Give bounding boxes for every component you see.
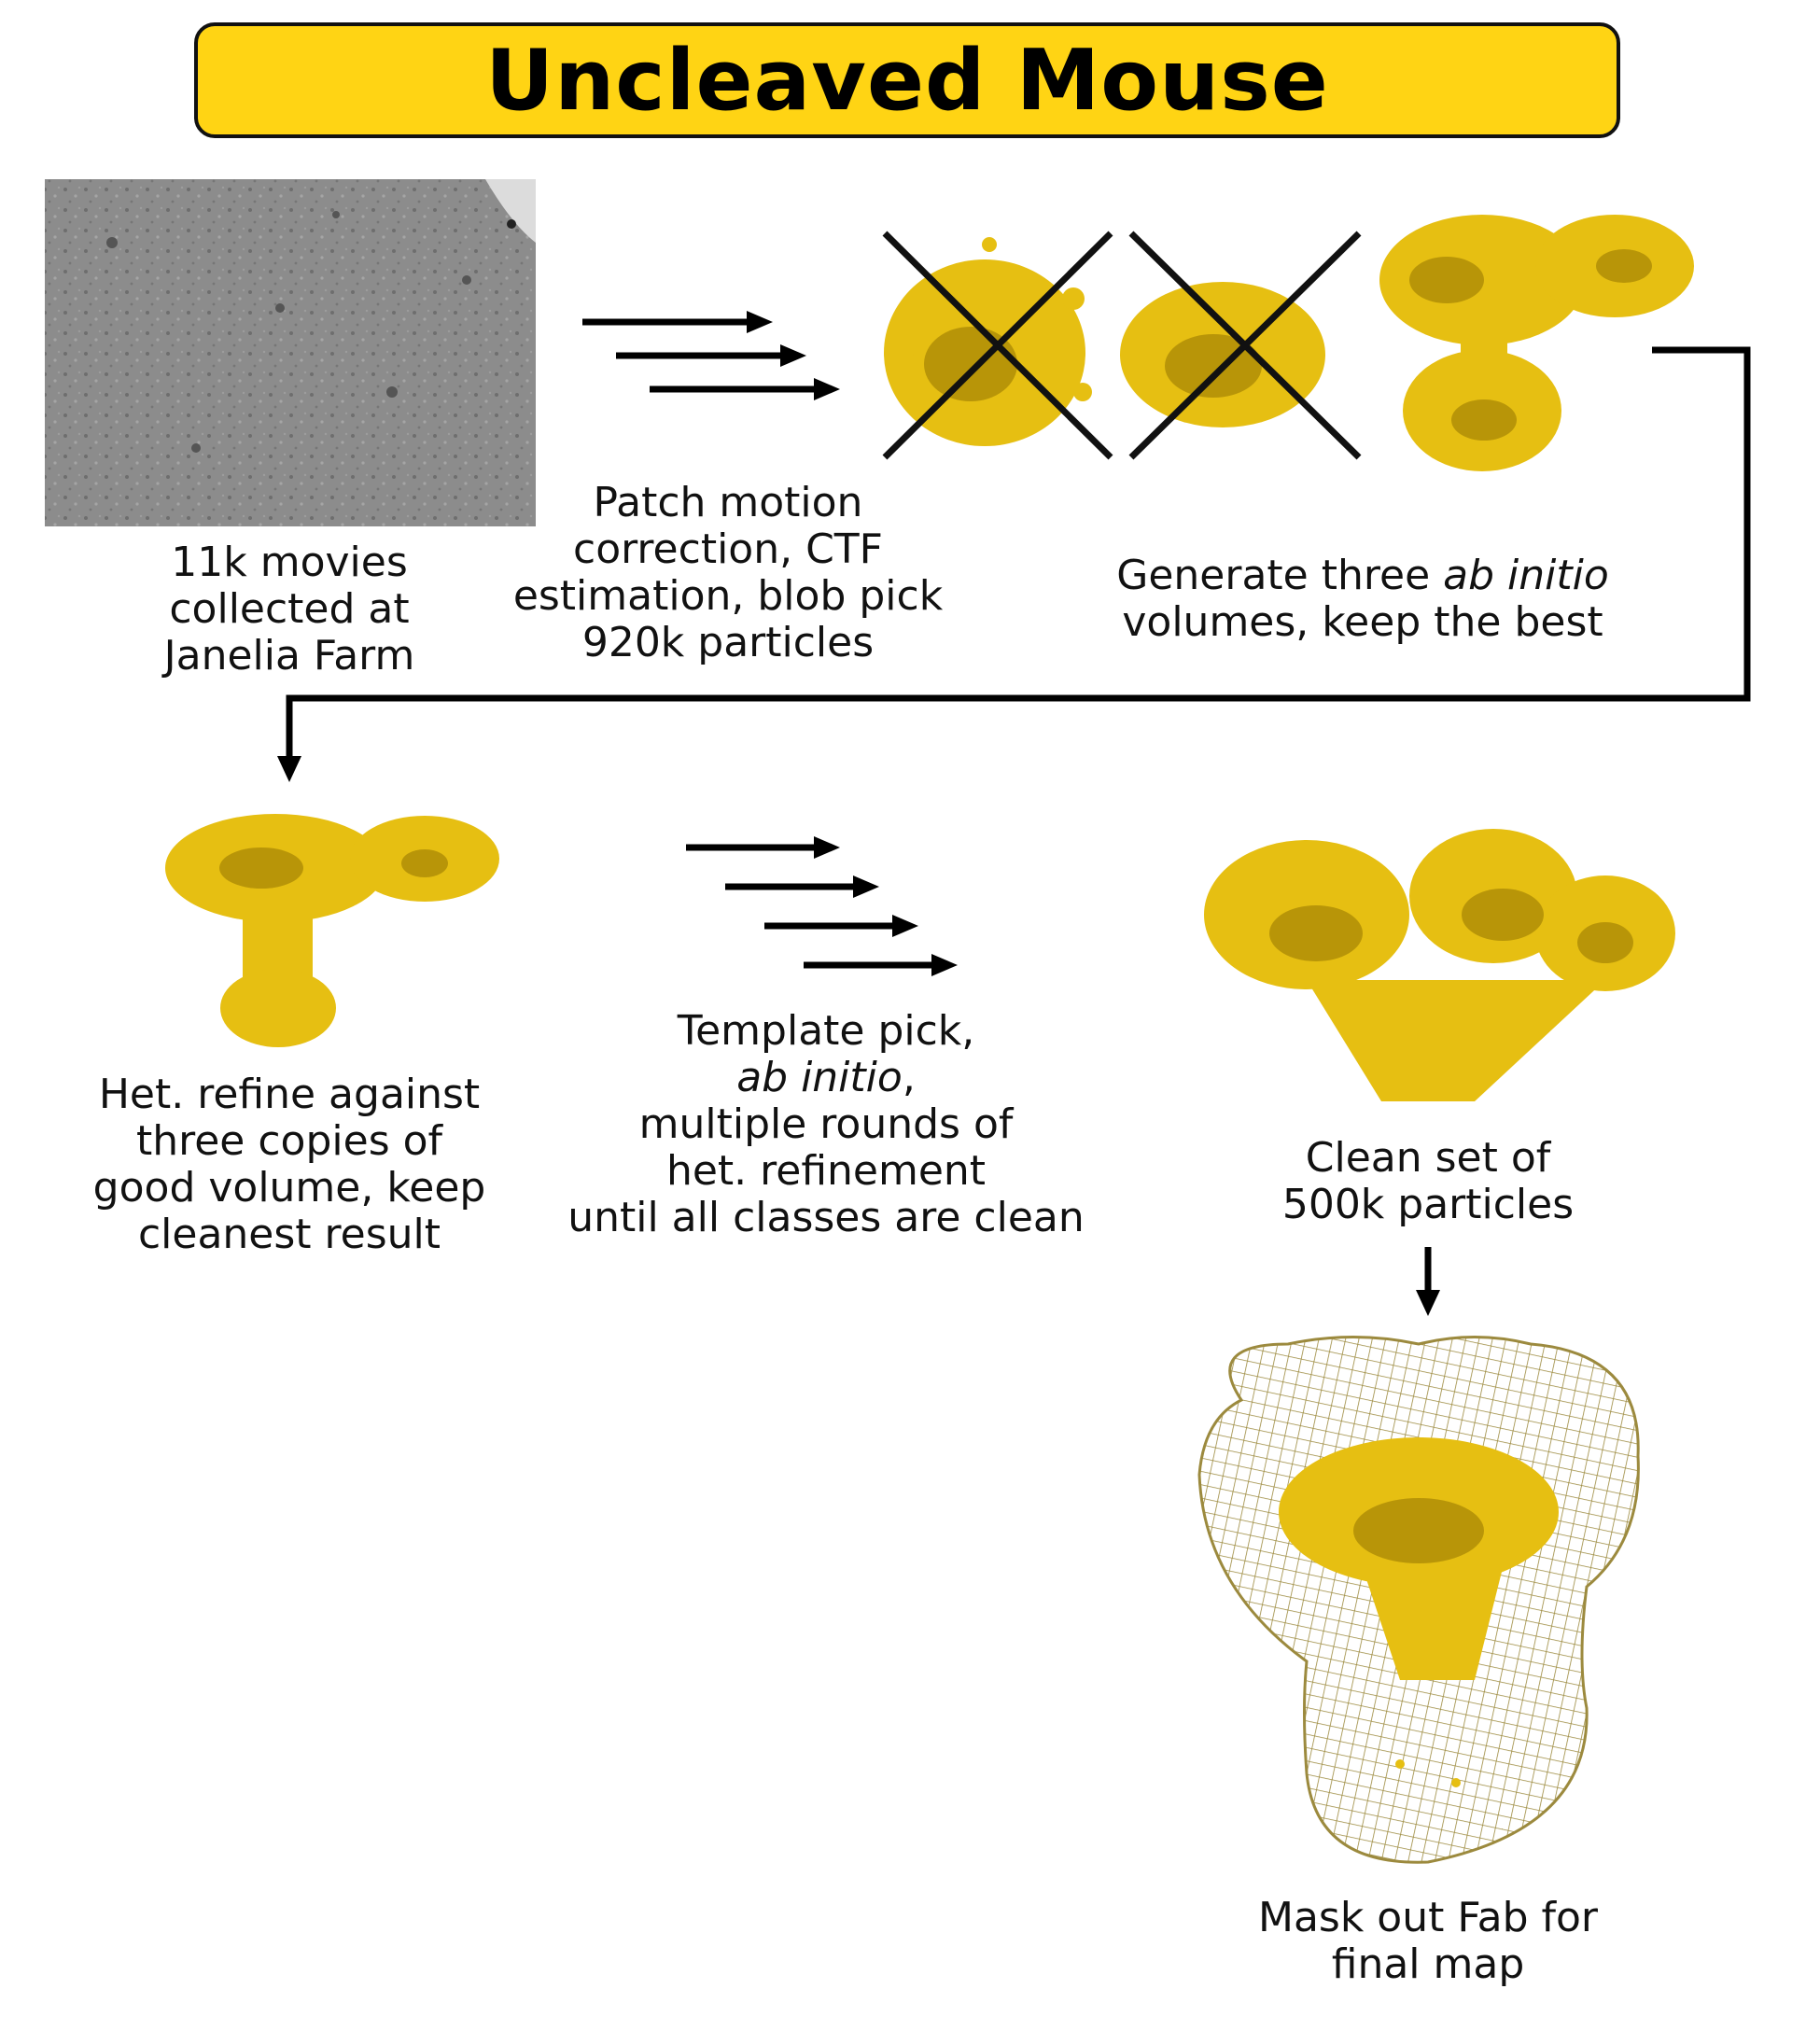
caption-line: final map [1331,1940,1525,1988]
caption-italic: ab initio [736,1054,903,1101]
hetrefine-volume [165,814,499,1047]
caption-italic: ab initio [1443,552,1609,599]
caption-template: Template pick, ab initio, multiple round… [523,1008,1129,1241]
caption-line: 500k particles [1281,1181,1575,1228]
caption-line: Patch motion [593,479,863,526]
caption-line: 920k particles [581,619,875,666]
caption-line: three copies of [135,1117,443,1165]
caption-text: , [902,1054,916,1101]
rejected-volume-1 [882,231,1113,460]
arrow-group-2 [686,836,958,976]
caption-preprocess: Patch motion correction, CTF estimation,… [467,480,989,666]
micrograph-image [45,179,536,526]
best-volume [1379,215,1694,471]
arrow-group-1 [582,311,840,400]
caption-abinitio: Generate three ab initio volumes, keep t… [1055,553,1671,646]
page-title: Uncleaved Mouse [485,31,1329,130]
caption-line: Mask out Fab for [1257,1894,1598,1941]
caption-line: Janelia Farm [163,632,415,679]
caption-clean: Clean set of 500k particles [1213,1135,1643,1228]
down-arrow [1416,1247,1440,1316]
caption-line: Clean set of [1305,1134,1551,1182]
connector-arrow [277,346,1751,782]
caption-text: Generate three [1116,552,1444,599]
caption-line: good volume, keep [92,1164,486,1212]
rejected-volume-2 [1120,231,1362,460]
caption-line: estimation, blob pick [512,572,944,620]
caption-line: correction, CTF [573,525,883,573]
caption-line: Het. refine against [98,1071,481,1118]
caption-line: 11k movies [171,539,408,586]
caption-collect: 11k movies collected at Janelia Farm [84,539,495,679]
caption-hetrefine: Het. refine against three copies of good… [56,1072,523,1258]
clean-volume [1204,829,1675,1101]
title-banner: Uncleaved Mouse [194,22,1620,138]
caption-line: Generate three ab initio [1055,553,1671,599]
caption-line: het. refinement [665,1147,987,1195]
caption-line: Template pick, [677,1007,975,1055]
caption-mask: Mask out Fab for final map [1204,1895,1652,1988]
caption-line: until all classes are clean [567,1194,1085,1241]
mask-volume [1197,1336,1640,1864]
caption-line: collected at [169,585,410,633]
caption-line: volumes, keep the best [1122,598,1603,646]
caption-line: multiple rounds of [638,1100,1014,1148]
caption-line: ab initio, [523,1055,1129,1101]
caption-line: cleanest result [137,1211,441,1258]
